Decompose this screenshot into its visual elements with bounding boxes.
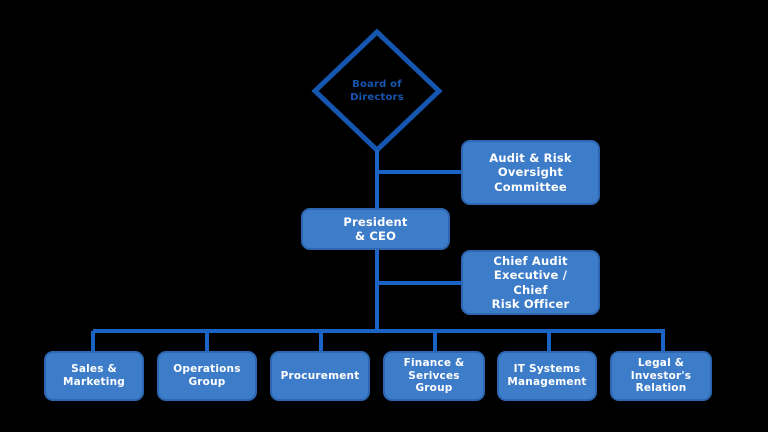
node-chief-audit-executive-risk-officer[interactable]: Chief Audit Executive / Chief Risk Offic… xyxy=(461,250,600,315)
node-legal-investor-relation[interactable]: Legal & Investor's Relation xyxy=(610,351,712,401)
node-audit-risk-oversight-committee[interactable]: Audit & Risk Oversight Committee xyxy=(461,140,600,205)
node-operations-group[interactable]: Operations Group xyxy=(157,351,257,401)
node-procurement[interactable]: Procurement xyxy=(270,351,370,401)
node-it-systems-management[interactable]: IT Systems Management xyxy=(497,351,597,401)
node-finance-services-group[interactable]: Finance & Serivces Group xyxy=(383,351,485,401)
node-president-ceo[interactable]: President & CEO xyxy=(301,208,450,250)
node-board-of-directors[interactable]: Board of Directors xyxy=(350,79,404,103)
node-sales-marketing[interactable]: Sales & Marketing xyxy=(44,351,144,401)
